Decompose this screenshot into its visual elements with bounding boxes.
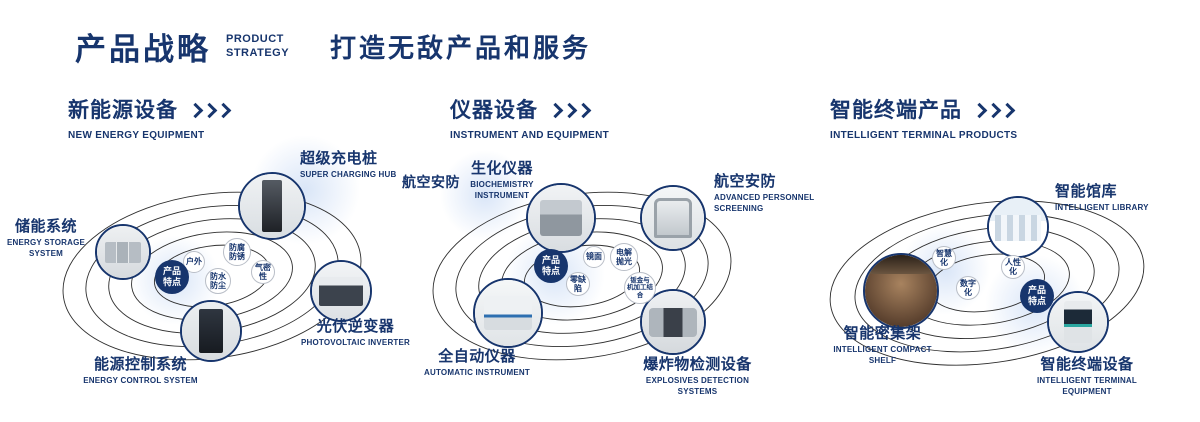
label-super-charging-hub: 超级充电桩 SUPER CHARGING HUB — [300, 150, 410, 181]
node-label-cn: 智能终端设备 — [1040, 356, 1134, 373]
badge-product-features: 产品 特点 — [155, 260, 189, 294]
node-intelligent-library — [987, 196, 1049, 258]
tagline: 打造无敌产品和服务 — [330, 33, 592, 63]
tag-sheet-metal-machining: 钣金与 机加工结合 — [624, 272, 656, 304]
chevron-right-icon — [575, 102, 592, 118]
section-head-instrument: 仪器设备 INSTRUMENT AND EQUIPMENT — [450, 94, 609, 141]
tag-zero-defect: 零缺陷 — [566, 272, 590, 296]
node-intelligent-compact-shelf — [863, 253, 939, 329]
tag-digitalization: 数字化 — [956, 276, 980, 300]
photovoltaic-inverter-photo — [312, 262, 370, 320]
automatic-instrument-photo — [475, 280, 541, 346]
node-energy-storage-system — [95, 224, 151, 280]
tag-electropolishing: 电解 抛光 — [610, 243, 638, 271]
node-label-en: INTELLIGENT TERMINAL EQUIPMENT — [1037, 376, 1137, 397]
tag-intelligence: 智慧化 — [932, 246, 956, 270]
node-photovoltaic-inverter — [310, 260, 372, 322]
terminal-equipment-photo — [1049, 293, 1107, 351]
tag-waterproof-dustproof: 防水 防尘 — [205, 268, 231, 294]
badge-product-features: 产品 特点 — [534, 249, 568, 283]
node-label-cn: 爆炸物检测设备 — [643, 356, 752, 373]
node-intelligent-terminal-equipment — [1047, 291, 1109, 353]
node-label-cn: 智能密集架 — [843, 325, 922, 342]
glow-decoration — [440, 150, 530, 240]
node-label-cn: 航空安防 — [714, 173, 777, 190]
node-label-en: ENERGY STORAGE SYSTEM — [6, 238, 86, 259]
section-subtitle: NEW ENERGY EQUIPMENT — [68, 130, 205, 141]
section-head-intelligent: 智能终端产品 INTELLIGENT TERMINAL PRODUCTS — [830, 94, 1017, 141]
biochemistry-instrument-photo — [528, 185, 594, 251]
triple-arrow-icon — [547, 102, 592, 118]
chevron-right-icon — [999, 102, 1016, 118]
section-title: 仪器设备 — [450, 99, 538, 122]
intelligent-library-photo — [989, 198, 1047, 256]
explosives-detection-photo — [642, 291, 704, 353]
label-biochemistry-instrument: 生化仪器 BIOCHEMISTRY INSTRUMENT — [452, 160, 552, 202]
label-aviation-security-left: 航空安防 — [402, 174, 460, 190]
energy-storage-photo — [97, 226, 149, 278]
triple-arrow-icon — [187, 102, 232, 118]
tag-airtightness: 气密性 — [251, 260, 275, 284]
label-explosives-detection: 爆炸物检测设备 EXPLOSIVES DETECTION SYSTEMS — [625, 356, 770, 398]
tag-anti-corrosion-rust: 防腐 防锈 — [223, 238, 251, 266]
section-title: 新能源设备 — [68, 99, 178, 122]
super-charging-hub-photo — [240, 174, 304, 238]
node-label-cn: 光伏逆变器 — [316, 318, 395, 335]
node-label-en: BIOCHEMISTRY INSTRUMENT — [470, 180, 534, 201]
section-subtitle: INTELLIGENT TERMINAL PRODUCTS — [830, 130, 1018, 141]
triple-arrow-icon — [971, 102, 1016, 118]
node-label-cn: 超级充电桩 — [300, 150, 378, 167]
label-advanced-personnel-screening: 航空安防 ADVANCED PERSONNEL SCREENING — [714, 173, 829, 215]
node-label-en: ENERGY CONTROL SYSTEM — [83, 376, 198, 386]
badge-product-features: 产品 特点 — [1020, 279, 1054, 313]
label-intelligent-compact-shelf: 智能密集架 INTELLIGENT COMPACT SHELF — [820, 325, 945, 367]
section-subtitle: INSTRUMENT AND EQUIPMENT — [450, 130, 610, 141]
personnel-screening-photo — [642, 187, 704, 249]
compact-shelf-photo — [865, 255, 937, 327]
node-label-cn: 全自动仪器 — [438, 348, 516, 365]
node-label-en: INTELLIGENT LIBRARY — [1055, 203, 1149, 213]
node-energy-control-system — [180, 300, 242, 362]
tag-outdoor: 户外 — [183, 251, 205, 273]
node-label-cn: 智能馆库 — [1055, 183, 1118, 200]
subtitle-line1: PRODUCT — [226, 33, 284, 45]
node-label-en: AUTOMATIC INSTRUMENT — [424, 368, 530, 378]
subtitle-line2: STRATEGY — [226, 46, 290, 59]
section-title: 智能终端产品 — [830, 99, 962, 122]
node-label-en: INTELLIGENT COMPACT SHELF — [833, 345, 932, 366]
label-intelligent-terminal-equipment: 智能终端设备 INTELLIGENT TERMINAL EQUIPMENT — [1012, 356, 1162, 398]
page-subtitle: PRODUCT STRATEGY — [226, 33, 289, 61]
label-automatic-instrument: 全自动仪器 AUTOMATIC INSTRUMENT — [412, 348, 542, 379]
label-energy-storage-system: 储能系统 ENERGY STORAGE SYSTEM — [2, 218, 90, 260]
node-explosives-detection — [640, 289, 706, 355]
orbit-rings-intelligent — [829, 200, 1145, 366]
node-super-charging-hub — [238, 172, 306, 240]
node-label-en: PHOTOVOLTAIC INVERTER — [300, 338, 411, 348]
node-label-en: EXPLOSIVES DETECTION SYSTEMS — [645, 376, 750, 397]
node-label-cn: 能源控制系统 — [93, 356, 187, 373]
tag-humanization: 人性化 — [1001, 255, 1025, 279]
tag-mirror-finish: 镜面 — [583, 246, 605, 268]
node-label-en: SUPER CHARGING HUB — [300, 170, 397, 180]
node-label-en: ADVANCED PERSONNEL SCREENING — [714, 193, 815, 214]
node-label-cn: 生化仪器 — [470, 160, 533, 177]
label-photovoltaic-inverter: 光伏逆变器 PHOTOVOLTAIC INVERTER — [298, 318, 413, 349]
node-automatic-instrument — [473, 278, 543, 348]
energy-control-photo — [182, 302, 240, 360]
chevron-right-icon — [215, 102, 232, 118]
page-title: 产品战略 — [75, 32, 211, 67]
label-intelligent-library: 智能馆库 INTELLIGENT LIBRARY — [1055, 183, 1175, 214]
label-energy-control-system: 能源控制系统 ENERGY CONTROL SYSTEM — [78, 356, 203, 387]
node-advanced-personnel-screening — [640, 185, 706, 251]
section-head-new-energy: 新能源设备 NEW ENERGY EQUIPMENT — [68, 94, 232, 141]
node-label-cn: 储能系统 — [14, 218, 77, 235]
